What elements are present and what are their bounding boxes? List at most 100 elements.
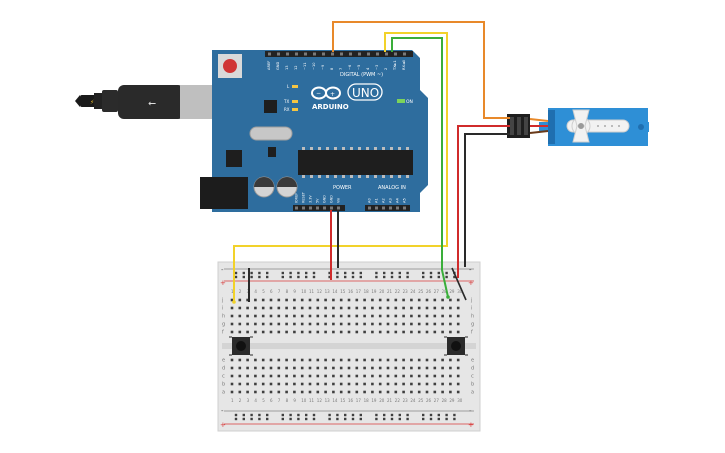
breadboard-hole[interactable] bbox=[230, 358, 234, 362]
power-jack[interactable] bbox=[200, 177, 248, 209]
breadboard-hole[interactable] bbox=[425, 330, 429, 334]
rail-hole[interactable] bbox=[398, 271, 401, 275]
wire-black-servo-ground[interactable] bbox=[464, 133, 510, 267]
rail-hole[interactable] bbox=[281, 413, 284, 417]
rail-hole[interactable] bbox=[234, 275, 238, 279]
breadboard-hole[interactable] bbox=[371, 306, 374, 310]
wire-red-servo-power[interactable] bbox=[457, 125, 510, 278]
breadboard-hole[interactable] bbox=[456, 330, 460, 334]
rail-hole[interactable] bbox=[398, 417, 401, 421]
breadboard-hole[interactable] bbox=[394, 298, 398, 302]
breadboard-hole[interactable] bbox=[363, 314, 366, 318]
breadboard-hole[interactable] bbox=[417, 390, 421, 394]
breadboard-hole[interactable] bbox=[363, 298, 366, 302]
digital-pin[interactable] bbox=[277, 52, 280, 56]
breadboard-hole[interactable] bbox=[246, 382, 249, 386]
breadboard-hole[interactable] bbox=[394, 390, 398, 394]
breadboard-hole[interactable] bbox=[246, 306, 249, 310]
breadboard-hole[interactable] bbox=[285, 366, 288, 370]
breadboard-hole[interactable] bbox=[371, 322, 374, 326]
breadboard-hole[interactable] bbox=[417, 382, 421, 386]
breadboard-hole[interactable] bbox=[316, 366, 320, 370]
wire-yellow-button-left[interactable] bbox=[233, 32, 448, 302]
rail-hole[interactable] bbox=[297, 275, 300, 279]
rail-hole[interactable] bbox=[445, 275, 448, 279]
rail-hole[interactable] bbox=[297, 271, 300, 275]
rail-hole[interactable] bbox=[429, 417, 433, 421]
breadboard-hole[interactable] bbox=[425, 358, 429, 362]
breadboard-hole[interactable] bbox=[402, 358, 405, 362]
digital-pin[interactable] bbox=[313, 52, 316, 56]
rail-hole[interactable] bbox=[297, 413, 300, 417]
breadboard-hole[interactable] bbox=[285, 298, 288, 302]
breadboard-hole[interactable] bbox=[332, 358, 335, 362]
rail-hole[interactable] bbox=[398, 275, 401, 279]
breadboard-hole[interactable] bbox=[456, 358, 460, 362]
rail-hole[interactable] bbox=[437, 275, 440, 279]
wire-black-button-right-ground[interactable] bbox=[451, 267, 467, 301]
power-pin[interactable] bbox=[316, 206, 319, 210]
breadboard-hole[interactable] bbox=[425, 306, 429, 310]
breadboard-hole[interactable] bbox=[238, 374, 242, 378]
breadboard-hole[interactable] bbox=[378, 358, 382, 362]
breadboard-hole[interactable] bbox=[261, 366, 265, 370]
servo-motor[interactable] bbox=[507, 108, 649, 146]
breadboard-hole[interactable] bbox=[300, 382, 304, 386]
breadboard-hole[interactable] bbox=[246, 374, 249, 378]
breadboard-hole[interactable] bbox=[254, 374, 257, 378]
breadboard-hole[interactable] bbox=[261, 322, 265, 326]
breadboard-hole[interactable] bbox=[293, 306, 296, 310]
breadboard-hole[interactable] bbox=[324, 374, 327, 378]
breadboard-hole[interactable] bbox=[449, 374, 452, 378]
rail-hole[interactable] bbox=[398, 413, 401, 417]
breadboard-hole[interactable] bbox=[277, 298, 281, 302]
breadboard-hole[interactable] bbox=[269, 358, 273, 362]
breadboard-hole[interactable] bbox=[293, 330, 296, 334]
breadboard-hole[interactable] bbox=[269, 306, 273, 310]
breadboard-hole[interactable] bbox=[456, 298, 460, 302]
breadboard-hole[interactable] bbox=[363, 390, 366, 394]
rail-hole[interactable] bbox=[336, 413, 339, 417]
breadboard-hole[interactable] bbox=[316, 330, 320, 334]
breadboard-hole[interactable] bbox=[449, 366, 452, 370]
breadboard-hole[interactable] bbox=[402, 390, 405, 394]
breadboard-hole[interactable] bbox=[441, 330, 444, 334]
digital-pin[interactable] bbox=[403, 52, 406, 56]
breadboard-hole[interactable] bbox=[378, 322, 382, 326]
rail-hole[interactable] bbox=[281, 417, 284, 421]
rail-hole[interactable] bbox=[312, 271, 316, 275]
breadboard-hole[interactable] bbox=[269, 298, 273, 302]
rail-hole[interactable] bbox=[359, 417, 362, 421]
rail-hole[interactable] bbox=[258, 275, 261, 279]
digital-pin[interactable] bbox=[394, 52, 397, 56]
rail-hole[interactable] bbox=[250, 275, 253, 279]
breadboard-hole[interactable] bbox=[316, 358, 320, 362]
breadboard-hole[interactable] bbox=[433, 330, 437, 334]
breadboard-hole[interactable] bbox=[417, 298, 421, 302]
breadboard-hole[interactable] bbox=[386, 390, 390, 394]
rail-hole[interactable] bbox=[312, 275, 316, 279]
breadboard-hole[interactable] bbox=[402, 374, 405, 378]
breadboard-hole[interactable] bbox=[410, 366, 413, 370]
breadboard-hole[interactable] bbox=[347, 390, 351, 394]
breadboard-hole[interactable] bbox=[394, 382, 398, 386]
breadboard-hole[interactable] bbox=[394, 358, 398, 362]
breadboard-hole[interactable] bbox=[347, 298, 351, 302]
breadboard-hole[interactable] bbox=[456, 322, 460, 326]
breadboard-hole[interactable] bbox=[355, 306, 359, 310]
rail-hole[interactable] bbox=[250, 271, 253, 275]
breadboard-hole[interactable] bbox=[269, 322, 273, 326]
rail-hole[interactable] bbox=[375, 417, 378, 421]
breadboard-hole[interactable] bbox=[246, 366, 249, 370]
breadboard-hole[interactable] bbox=[277, 322, 281, 326]
breadboard-hole[interactable] bbox=[441, 306, 444, 310]
breadboard-hole[interactable] bbox=[316, 314, 320, 318]
breadboard-hole[interactable] bbox=[246, 330, 249, 334]
rail-hole[interactable] bbox=[422, 275, 425, 279]
breadboard-hole[interactable] bbox=[308, 330, 312, 334]
breadboard-hole[interactable] bbox=[238, 322, 242, 326]
breadboard-hole[interactable] bbox=[246, 322, 249, 326]
rail-hole[interactable] bbox=[406, 413, 409, 417]
breadboard-hole[interactable] bbox=[246, 390, 249, 394]
rail-hole[interactable] bbox=[258, 271, 261, 275]
